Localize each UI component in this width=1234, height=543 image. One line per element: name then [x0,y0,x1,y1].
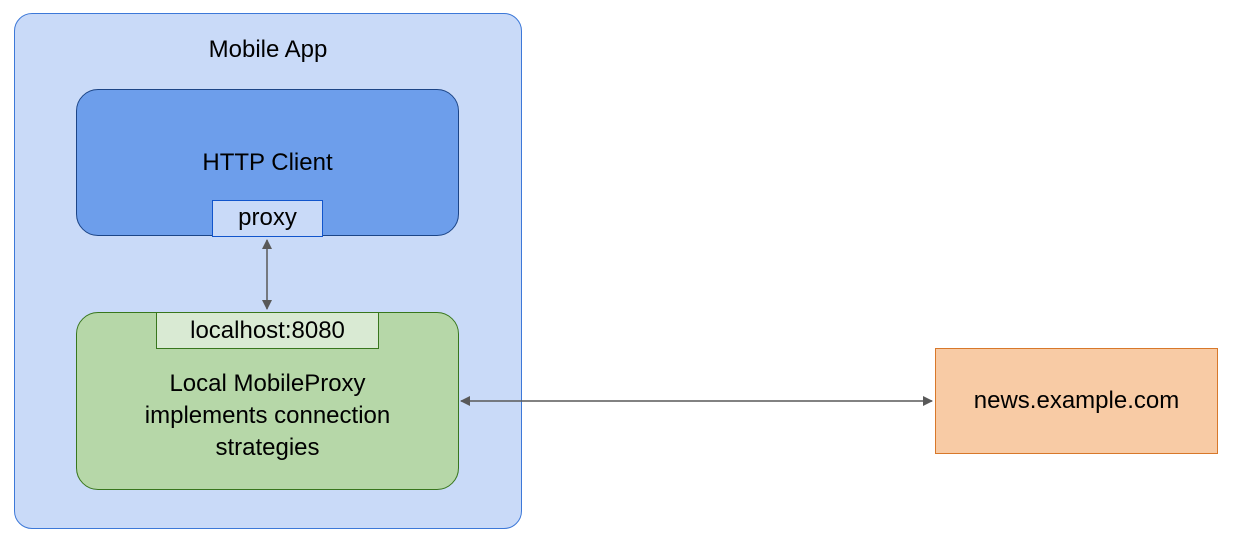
mobile-app-title: Mobile App [208,36,328,63]
mobile-proxy-label-line-1: Local MobileProxy [169,370,366,397]
proxy-port-label: proxy [212,200,323,237]
localhost-port-label: localhost:8080 [156,312,379,349]
external-server-label: news.example.com [973,387,1180,414]
mobile-proxy-label-line-3: strategies [215,434,320,461]
mobile-proxy-label-line-2: implements connection [144,402,391,429]
external-server-box [935,348,1218,454]
http-client-label: HTTP Client [202,149,333,176]
mobile-proxy-label: Local MobileProxy implements connection … [96,368,439,464]
